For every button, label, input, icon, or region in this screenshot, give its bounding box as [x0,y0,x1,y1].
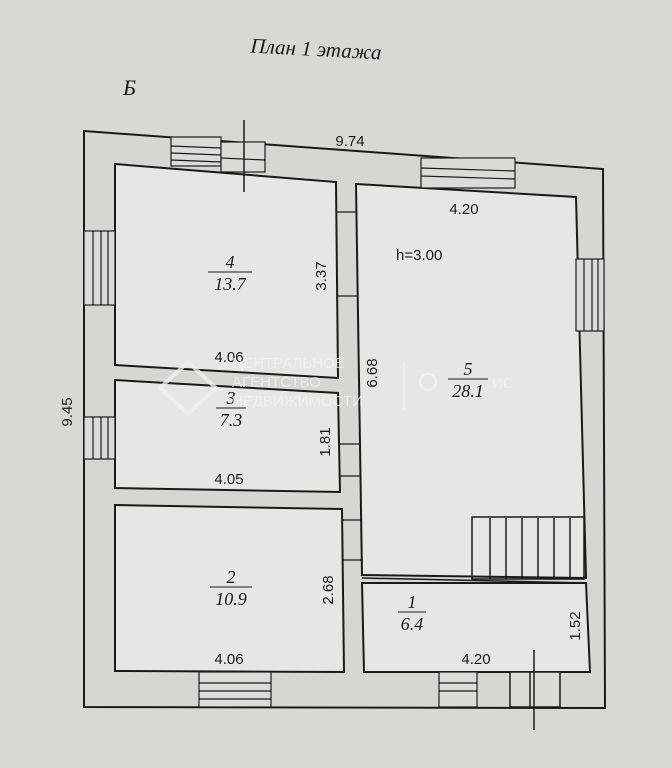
window-bottom-right [438,671,478,708]
room-number: 3 [226,388,236,408]
room-label-3: 3 7.3 [216,388,246,430]
watermark-line-2: АГЕНТСТВО [232,374,321,391]
room-label-5: 5 28.1 [448,359,488,401]
room-number: 4 [226,252,235,272]
window-top-right [420,157,516,189]
overall-width-label: 9.74 [335,133,364,150]
room2-depth-label: 2.68 [320,575,337,604]
room3-depth-label: 1.81 [317,427,334,456]
watermark-line-1: ЦЕНТРАЛЬНОЕ [232,355,345,372]
window-top-left [170,136,222,167]
room4-depth-label: 3.37 [313,261,330,290]
room2-width-label: 4.06 [214,651,243,668]
window-top-center [220,141,266,173]
room3-width-label: 4.05 [214,471,243,488]
section-mark: Б [122,75,136,100]
ceiling-height-label: h=3.00 [396,247,442,264]
room-area: 6.4 [401,614,424,634]
staircase [471,516,585,580]
room-area: 10.9 [215,589,247,609]
room-2-outline [114,503,346,674]
room5-length-label: 6.68 [364,358,381,387]
room-label-4: 4 13.7 [208,252,252,294]
room4-width-label: 4.06 [214,349,243,366]
room1-width-label: 4.20 [461,651,490,668]
overall-height-label: 9.45 [59,397,76,426]
room-area: 28.1 [452,381,484,401]
section-cut-lines [243,120,535,730]
watermark-line-3: НЕДВИЖИМОСТИ [232,393,363,410]
room-5-outline [354,182,588,580]
room-area: 7.3 [220,410,243,430]
room-area: 13.7 [214,274,247,294]
room-1-outline [360,582,592,673]
entrance-door [509,671,561,708]
room-label-1: 1 6.4 [398,592,426,634]
room-number: 1 [408,592,417,612]
plan-title: План 1 этажа [249,34,382,65]
partition-5-1 [361,577,587,584]
window-left-upper [83,230,116,306]
room-number: 5 [464,359,473,379]
window-left-lower [83,416,116,460]
room-number: 2 [227,567,236,587]
room1-depth-label: 1.52 [567,611,584,640]
window-right [575,258,605,332]
watermark-brand-icon [418,372,438,392]
watermark-logo-icon [157,359,219,417]
room5-width-label: 4.20 [449,201,478,218]
door-openings [336,211,363,561]
watermark: ЦЕНТРАЛЬНОЕ АГЕНТСТВО НЕДВИЖИМОСТИ ИС [157,355,514,417]
window-bottom-left [198,671,272,708]
room-label-2: 2 10.9 [210,567,252,609]
watermark-brand: ИС [492,375,514,392]
